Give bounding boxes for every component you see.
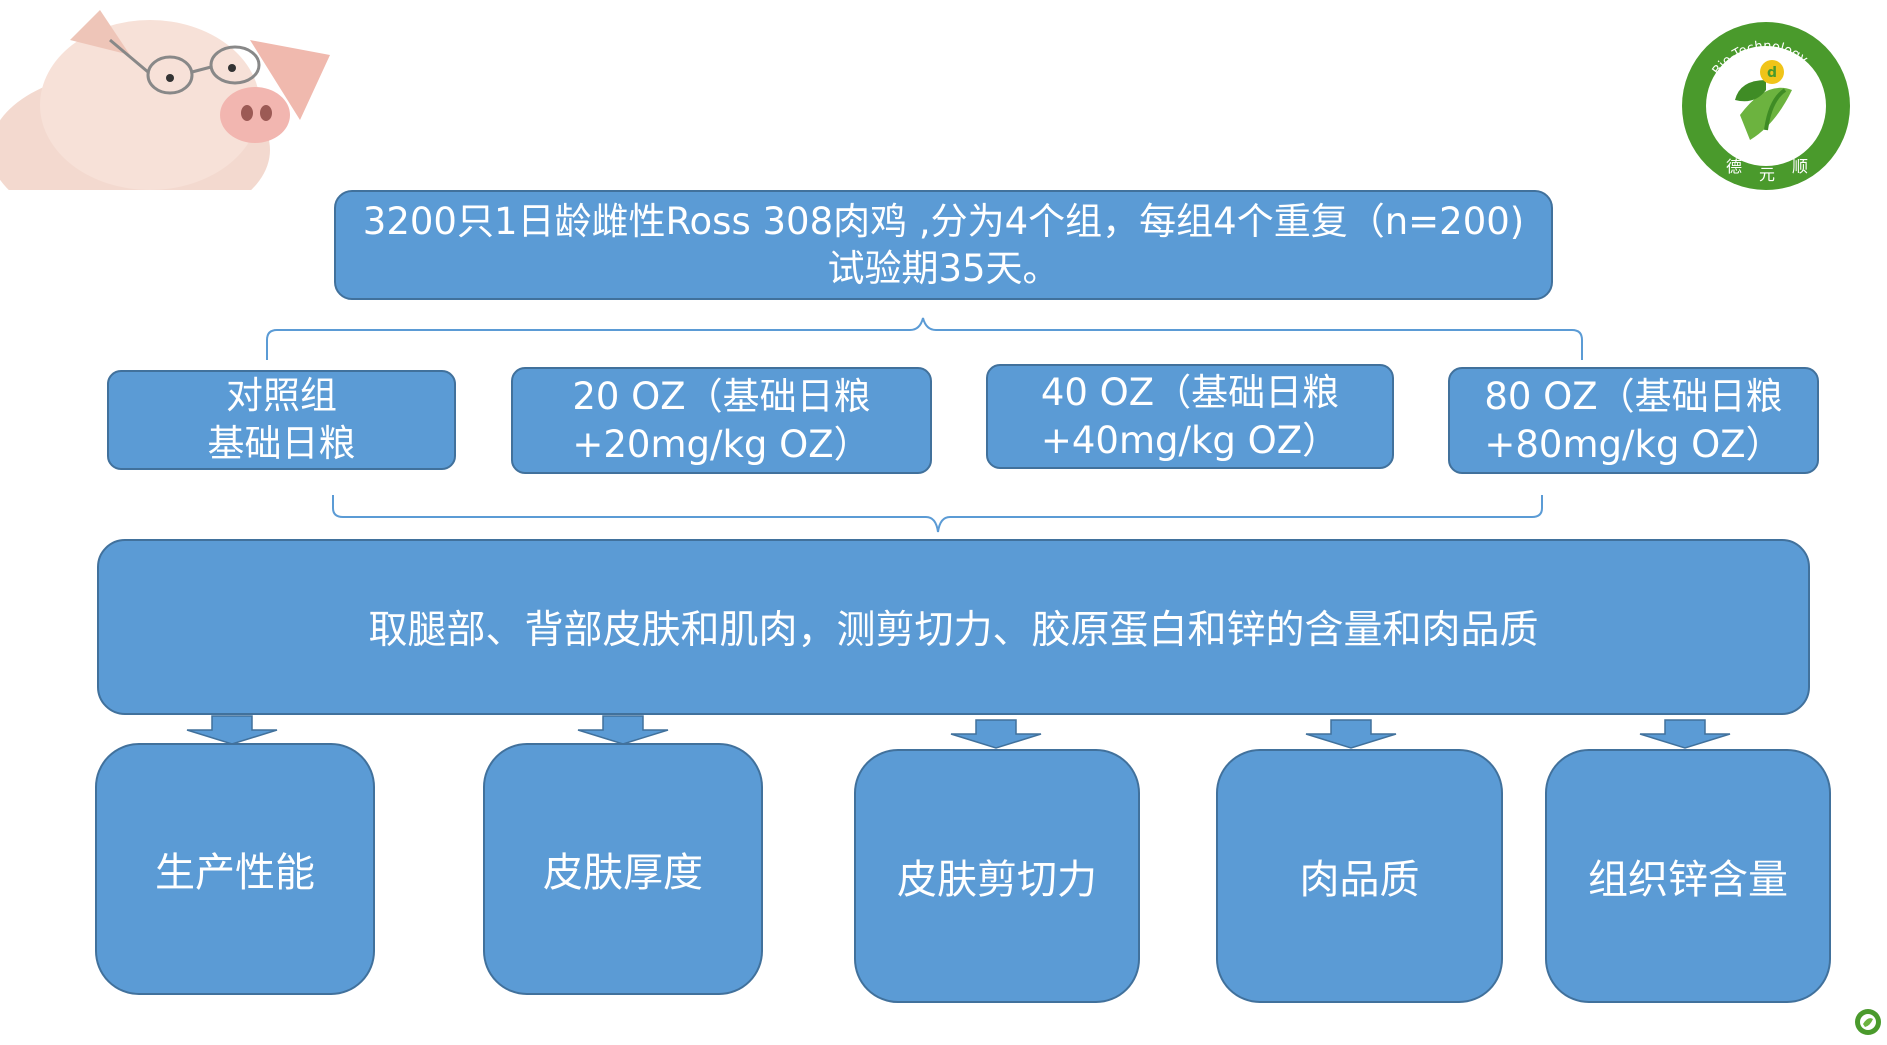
group-detail: +80mg/kg OZ） [1484,422,1783,466]
group-label: 对照组 [226,374,337,417]
group-label: 40 OZ（基础日粮 [1040,370,1340,414]
logo-char-1: 德 [1726,157,1742,176]
experiment-design-line2: 试验期35天。 [827,247,1060,290]
pig-with-glasses-image [0,10,340,210]
group-detail: 基础日粮 [207,422,356,465]
bio-technology-logo: Bio-Technology d 德 元 顺 [1682,22,1850,190]
group-detail: +20mg/kg OZ） [572,422,871,466]
arrow-down-1 [186,715,278,745]
experiment-design-line1: 3200只1日龄雌性Ross 308肉鸡 ,分为4个组，每组4个重复（n=200… [362,200,1525,243]
result-label: 肉品质 [1299,857,1420,903]
result-label: 皮肤剪切力 [897,857,1097,903]
result-label: 皮肤厚度 [543,850,703,896]
group-label: 80 OZ（基础日粮 [1484,374,1783,418]
result-box-meat-quality: 肉品质 [1216,749,1503,1003]
sampling-text: 取腿部、背部皮肤和肌肉，测剪切力、胶原蛋白和锌的含量和肉品质 [368,608,1539,653]
result-box-performance: 生产性能 [95,743,375,995]
logo-letter: d [1767,65,1777,81]
group-detail: +40mg/kg OZ） [1040,418,1340,462]
result-label: 组织锌含量 [1588,857,1788,903]
group-label: 20 OZ（基础日粮 [572,374,871,418]
logo-char-2: 元 [1759,165,1775,184]
arrow-down-3 [950,719,1042,749]
result-box-tissue-zinc: 组织锌含量 [1545,749,1831,1003]
sampling-bracket [332,495,1543,533]
result-box-skin-shear-force: 皮肤剪切力 [854,749,1140,1003]
logo-char-3: 顺 [1792,157,1808,176]
group-box-20oz: 20 OZ（基础日粮 +20mg/kg OZ） [511,367,932,474]
arrow-down-4 [1305,719,1397,749]
group-box-control: 对照组 基础日粮 [107,370,456,470]
arrow-down-5 [1639,719,1731,749]
arrow-down-2 [577,715,669,745]
sampling-box: 取腿部、背部皮肤和肌肉，测剪切力、胶原蛋白和锌的含量和肉品质 [97,539,1810,715]
group-box-80oz: 80 OZ（基础日粮 +80mg/kg OZ） [1448,367,1819,474]
experiment-design-box: 3200只1日龄雌性Ross 308肉鸡 ,分为4个组，每组4个重复（n=200… [334,190,1553,300]
result-box-skin-thickness: 皮肤厚度 [483,743,763,995]
result-label: 生产性能 [155,850,315,896]
group-bracket [266,317,1583,360]
corner-logo-icon [1855,1009,1881,1035]
group-box-40oz: 40 OZ（基础日粮 +40mg/kg OZ） [986,364,1394,469]
